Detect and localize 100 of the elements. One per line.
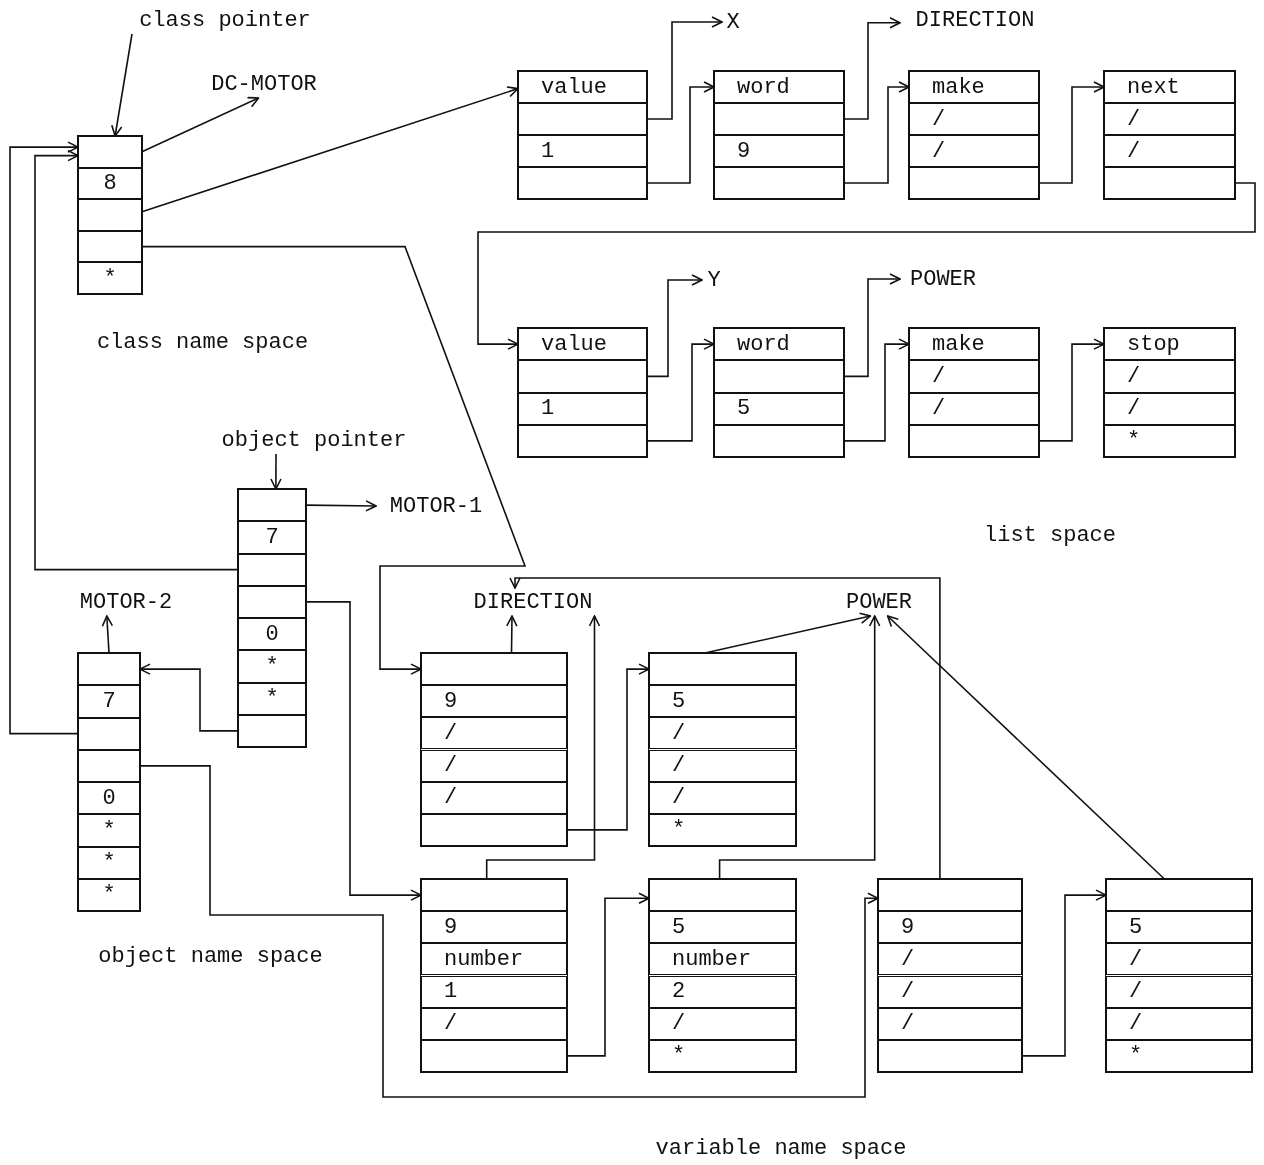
memory-cell: 5 [1106, 911, 1252, 944]
memory-block [517, 327, 648, 458]
memory-cell [238, 489, 306, 522]
memory-cell: value [518, 328, 647, 361]
memory-cell: word [714, 328, 844, 361]
arrow [139, 765, 879, 1098]
arrow [141, 245, 527, 675]
arrow [843, 338, 910, 442]
arrow [270, 453, 282, 490]
memory-cell: 9 [421, 911, 567, 944]
arrow [1021, 889, 1107, 1057]
memory-cell: / [1106, 975, 1252, 1008]
memory-cell: / [878, 943, 1022, 976]
memory-block [517, 70, 648, 200]
memory-cell: 0 [238, 618, 306, 651]
memory-cell: / [1104, 360, 1235, 393]
memory-cell [78, 749, 140, 782]
memory-cell [78, 136, 142, 168]
name-label: class pointer [120, 6, 330, 34]
memory-cell: 9 [878, 911, 1022, 944]
arrow [141, 86, 519, 213]
memory-cell [649, 879, 796, 912]
memory-cell: / [1104, 135, 1235, 167]
name-label: POWER [900, 265, 986, 293]
memory-cell: / [421, 717, 567, 750]
name-label: DIRECTION [900, 6, 1050, 34]
section-label: variable name space [654, 1134, 908, 1162]
memory-cell: / [909, 360, 1039, 393]
memory-cell: * [238, 650, 306, 683]
memory-cell: 5 [649, 685, 796, 718]
name-label: DC-MOTOR [196, 70, 332, 98]
memory-cell: 7 [238, 521, 306, 554]
memory-cell: / [1106, 1007, 1252, 1040]
name-label: X [722, 8, 744, 36]
memory-cell: 1 [421, 975, 567, 1008]
memory-cell: stop [1104, 328, 1235, 361]
memory-cell: / [1104, 103, 1235, 135]
arrow [566, 663, 650, 831]
memory-block [908, 327, 1040, 458]
memory-cell [518, 103, 647, 135]
memory-cell: * [78, 846, 140, 879]
memory-block [420, 878, 568, 1073]
memory-cell: 0 [78, 782, 140, 815]
memory-cell: / [878, 975, 1022, 1008]
arrow [141, 96, 260, 153]
memory-cell: 9 [421, 685, 567, 718]
memory-cell [238, 585, 306, 618]
name-label: POWER [836, 588, 922, 616]
name-label: MOTOR-1 [376, 492, 496, 520]
memory-cell [714, 360, 844, 393]
memory-cell [238, 714, 306, 747]
memory-cell: make [909, 328, 1039, 361]
memory-cell: 9 [714, 135, 844, 167]
memory-cell: * [649, 813, 796, 846]
memory-cell [238, 553, 306, 586]
memory-cell [878, 879, 1022, 912]
memory-cell [518, 424, 647, 457]
memory-cell [421, 813, 567, 846]
memory-block [648, 652, 797, 847]
memory-cell [909, 167, 1039, 199]
arrow [886, 615, 1166, 880]
memory-cell [714, 167, 844, 199]
arrow [111, 33, 133, 137]
arrow [646, 338, 715, 442]
memory-cell: make [909, 71, 1039, 103]
memory-cell: / [909, 392, 1039, 425]
arrow [509, 577, 941, 880]
arrow [101, 615, 114, 654]
memory-cell: 1 [518, 392, 647, 425]
memory-cell [714, 424, 844, 457]
memory-cell: / [1106, 943, 1252, 976]
memory-cell [78, 230, 142, 263]
memory-block [713, 327, 845, 458]
memory-cell: / [649, 749, 796, 782]
memory-cell: 5 [649, 911, 796, 944]
arrow [646, 81, 715, 184]
arrow [305, 601, 422, 901]
name-label: MOTOR-2 [66, 588, 186, 616]
memory-block [877, 878, 1023, 1073]
memory-block [1103, 70, 1236, 200]
memory-cell [909, 424, 1039, 457]
memory-cell: 7 [78, 685, 140, 718]
memory-cell: 2 [649, 975, 796, 1008]
memory-cell: / [649, 781, 796, 814]
memory-cell: 1 [518, 135, 647, 167]
memory-cell: 8 [78, 167, 142, 200]
memory-cell: / [421, 781, 567, 814]
memory-cell: / [1104, 392, 1235, 425]
memory-cell [714, 103, 844, 135]
memory-cell: / [878, 1007, 1022, 1040]
memory-cell: number [421, 943, 567, 976]
memory-cell: * [649, 1039, 796, 1072]
arrow [485, 615, 601, 880]
memory-cell: word [714, 71, 844, 103]
arrow [305, 500, 377, 512]
memory-cell: value [518, 71, 647, 103]
arrow [9, 141, 79, 735]
memory-cell [421, 653, 567, 686]
section-label: class name space [95, 328, 310, 356]
arrow [843, 17, 901, 120]
